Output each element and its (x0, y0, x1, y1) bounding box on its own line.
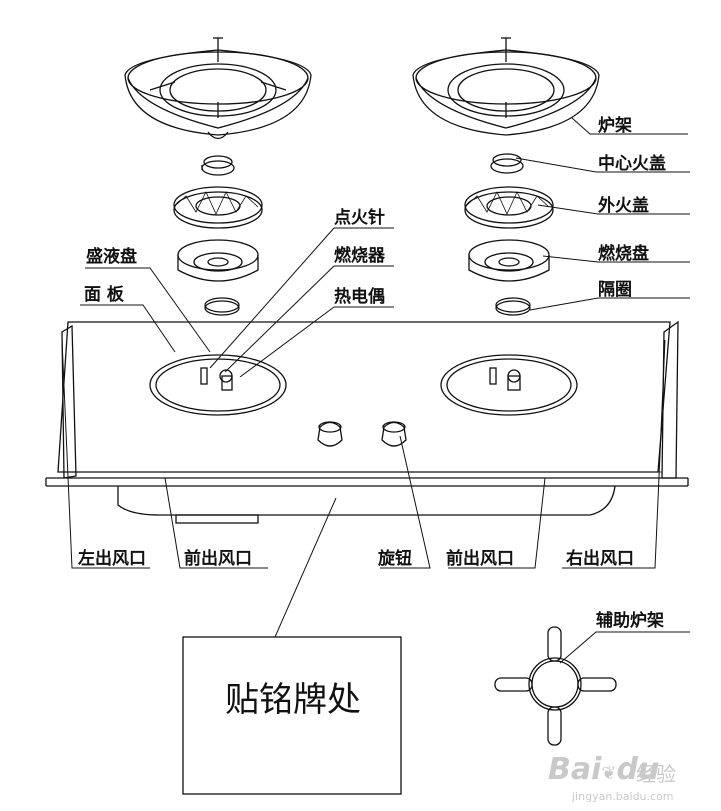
label-center-cap: 中心火盖 (598, 154, 666, 174)
label-right-vent: 右出风口 (566, 549, 634, 569)
label-burner-base: 燃烧盘 (598, 244, 649, 264)
watermark-url: jingyan.baidu.com (572, 790, 674, 803)
right-burner-rack (412, 37, 600, 136)
watermark-paw-icon: ❦ (601, 763, 617, 784)
right-spacer-ring (495, 297, 531, 316)
left-burner-rack (124, 37, 312, 140)
label-thermocouple: 热电偶 (334, 287, 385, 307)
left-center-cap (201, 155, 235, 176)
nameplate-box (182, 636, 402, 795)
label-front-vent-left: 前出风口 (184, 549, 252, 569)
right-center-cap (490, 153, 524, 174)
watermark-du: du (616, 752, 660, 787)
aux-rack (494, 626, 617, 746)
label-front-vent-right: 前出风口 (446, 549, 514, 569)
label-aux-rack: 辅助炉架 (596, 611, 664, 631)
watermark-brand: Bai❦du (548, 752, 659, 787)
label-left-vent: 左出风口 (78, 549, 146, 569)
nameplate-text: 贴铭牌处 (225, 680, 361, 720)
label-spacer-ring: 隔圈 (598, 280, 632, 300)
left-burner-base (177, 239, 259, 282)
label-panel: 面 板 (84, 285, 124, 305)
right-outer-cap (464, 186, 554, 229)
label-burner-rack: 炉架 (598, 116, 632, 136)
label-drip-tray: 盛液盘 (86, 247, 137, 267)
label-igniter: 点火针 (334, 208, 385, 228)
left-outer-cap (173, 186, 263, 229)
leader-lines (61, 117, 690, 664)
panel (45, 320, 689, 524)
left-spacer-ring (204, 297, 240, 316)
watermark-bai: Bai (548, 752, 602, 787)
watermark-suffix: 经验 (636, 762, 676, 786)
label-knob: 旋钮 (378, 549, 412, 569)
right-burner-base (468, 239, 550, 282)
label-outer-cap: 外火盖 (598, 196, 649, 216)
label-burner: 燃烧器 (334, 246, 385, 266)
